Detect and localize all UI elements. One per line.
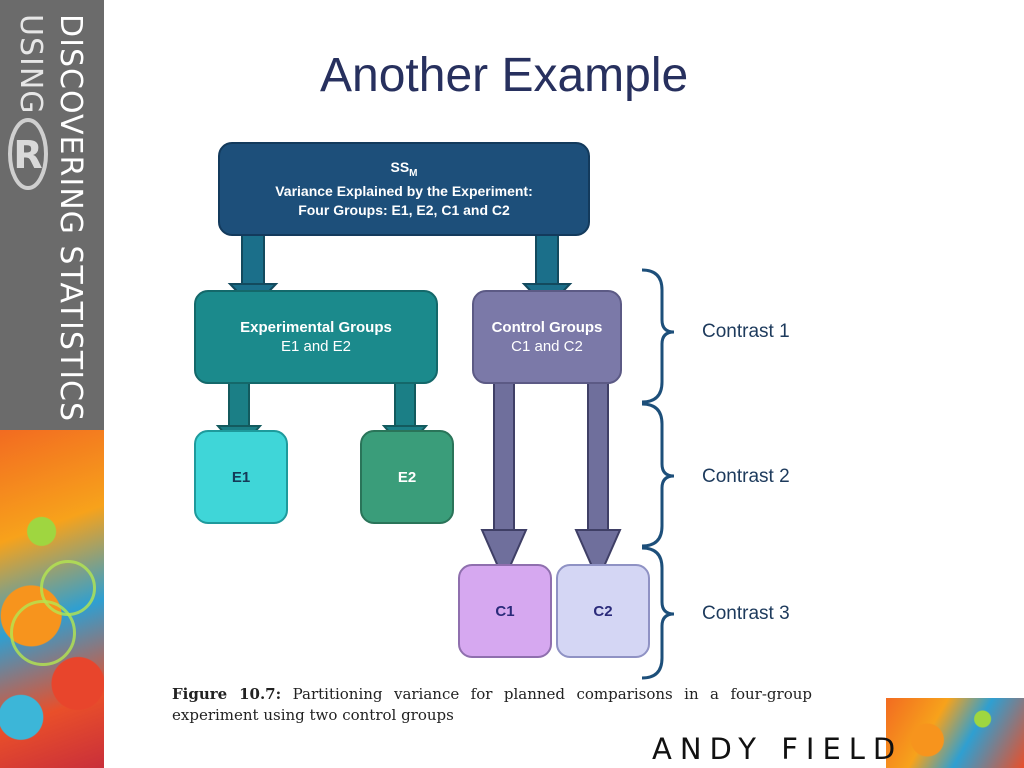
r-logo-icon: R [8,118,48,190]
caption-figure-number: Figure 10.7: [172,685,282,703]
control-title: Control Groups [491,319,603,336]
variance-partition-diagram: SSM Variance Explained by the Experiment… [150,130,850,680]
figure-caption: Figure 10.7: Partitioning variance for p… [172,684,812,726]
r-logo-letter: R [13,133,42,177]
contrast-3-label: Contrast 3 [702,603,790,624]
corner-artwork [886,698,1024,768]
brace-contrast-3 [641,546,675,680]
e2-label: E2 [397,468,417,486]
banner-title-discovering: DISCOVERING STATISTICS [53,14,88,423]
contrast-1-label: Contrast 1 [702,321,790,342]
ss-label: SSM [390,158,418,179]
box-e1: E1 [194,430,288,524]
banner-ring [40,560,96,616]
brace-contrast-1 [641,268,675,404]
brace-contrast-2 [641,402,675,548]
ss-description: Variance Explained by the Experiment: [275,183,533,200]
caption-text: Partitioning variance for planned compar… [172,685,812,724]
box-e2: E2 [360,430,454,524]
author-name: ANDY FIELD [652,732,904,766]
ss-groups: Four Groups: E1, E2, C1 and C2 [298,202,510,219]
c1-label: C1 [495,602,515,620]
experimental-title: Experimental Groups [240,319,392,336]
c2-label: C2 [593,602,613,620]
side-banner: DISCOVERING STATISTICS USING R [0,0,104,768]
box-c1: C1 [458,564,552,658]
banner-grey-panel [0,0,104,430]
box-ss-model: SSM Variance Explained by the Experiment… [218,142,590,236]
e1-label: E1 [231,468,251,486]
box-c2: C2 [556,564,650,658]
arrow-control-to-c2 [574,365,622,583]
box-control-groups: Control Groups C1 and C2 [472,290,622,384]
box-experimental-groups: Experimental Groups E1 and E2 [194,290,438,384]
arrow-control-to-c1 [480,365,528,583]
banner-title-using: USING [13,14,48,115]
page-title: Another Example [320,49,689,102]
experimental-subtitle: E1 and E2 [280,338,352,355]
control-subtitle: C1 and C2 [511,338,583,355]
contrast-2-label: Contrast 2 [702,466,790,487]
